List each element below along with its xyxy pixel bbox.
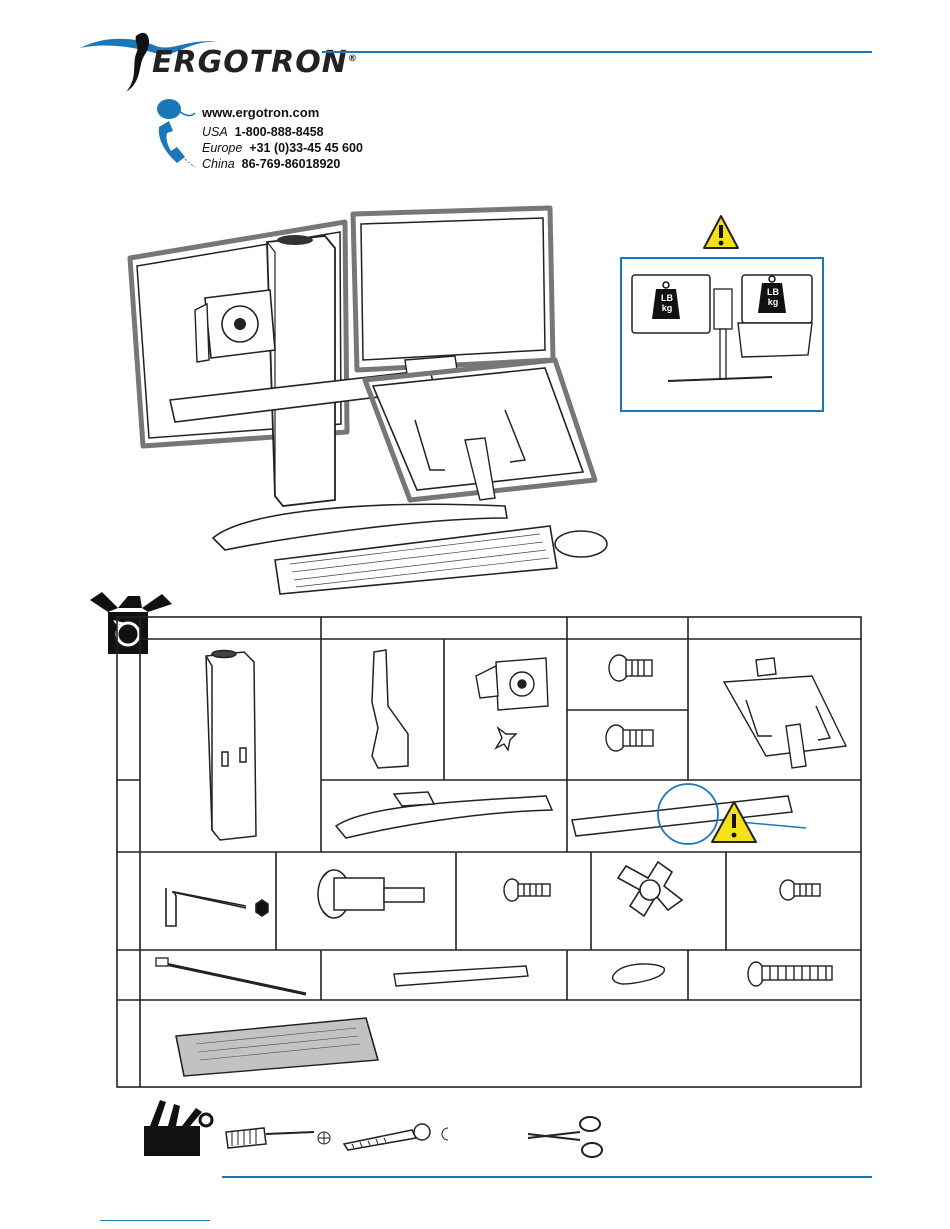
part-laptop-tray — [724, 658, 846, 768]
part-vesa-mount — [476, 658, 548, 750]
part-thumb-knob — [318, 870, 424, 918]
part-screw-large-b — [606, 725, 653, 751]
screwdriver-phillips-icon — [224, 1118, 339, 1154]
parts-grid — [116, 616, 862, 1088]
contact-website[interactable]: www.ergotron.com — [202, 105, 319, 121]
product-illustration — [125, 200, 620, 610]
part-cross-bar — [572, 784, 806, 844]
mouse-icon — [157, 99, 195, 119]
part-screw-medium-b — [780, 880, 820, 900]
contact-line-china: China 86-769-86018920 — [202, 156, 363, 172]
part-foam-strip — [394, 966, 528, 986]
part-screw-large-a — [609, 655, 652, 681]
contact-line-usa: USA 1-800-888-8458 — [202, 124, 363, 140]
phone-icon — [159, 121, 195, 167]
part-base — [336, 792, 552, 838]
warning-triangle-icon — [702, 214, 740, 250]
part-rubber-pad — [613, 964, 665, 984]
footer-rule — [222, 1176, 872, 1178]
contact-line-europe: Europe +31 (0)33-45 45 600 — [202, 140, 363, 156]
contact-phone-list: USA 1-800-888-8458 Europe +31 (0)33-45 4… — [202, 124, 363, 172]
part-cable-tie — [156, 958, 306, 994]
part-vesa-adapter — [618, 862, 682, 916]
part-slide-bracket — [372, 650, 408, 768]
part-screw-long — [748, 962, 832, 986]
scissors-icon — [524, 1112, 606, 1162]
part-keyboard-tray — [176, 1018, 378, 1076]
contact-icons — [155, 97, 197, 169]
part-hex-key — [166, 888, 268, 926]
part-column — [206, 651, 256, 841]
part-screw-medium-a — [504, 879, 550, 901]
toolbox-icon — [138, 1096, 218, 1160]
header-rule — [322, 51, 872, 53]
socket-wrench-icon — [342, 1118, 462, 1154]
footer-tick — [100, 1220, 210, 1221]
